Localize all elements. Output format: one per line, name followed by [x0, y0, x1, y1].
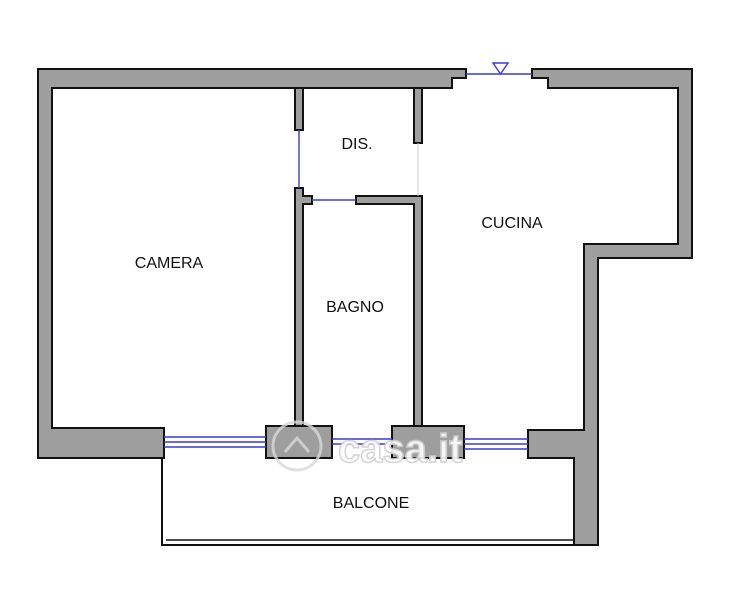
wall-stub-dis-cucina: [413, 87, 423, 144]
room-label-balcone: BALCONE: [333, 495, 409, 512]
wall-stub-camera-dis: [294, 87, 304, 131]
pier-right: [391, 425, 465, 459]
wall-camera-bagno: [294, 187, 313, 427]
watermark-logo: casa.it: [271, 420, 463, 472]
balcony-outline: [161, 458, 576, 546]
window-bagno: [332, 438, 392, 445]
room-label-dis: DIS.: [341, 136, 372, 153]
outer-wall-left: [37, 68, 467, 459]
outer-wall-right: [527, 68, 693, 546]
room-label-camera: CAMERA: [135, 255, 204, 272]
room-label-cucina: CUCINA: [481, 215, 543, 232]
window-cucina: [464, 438, 528, 450]
window-camera: [164, 436, 266, 448]
svg-text:casa.it: casa.it: [338, 427, 463, 471]
entrance-triangle-icon: [491, 62, 510, 76]
room-label-bagno: BAGNO: [326, 299, 384, 316]
